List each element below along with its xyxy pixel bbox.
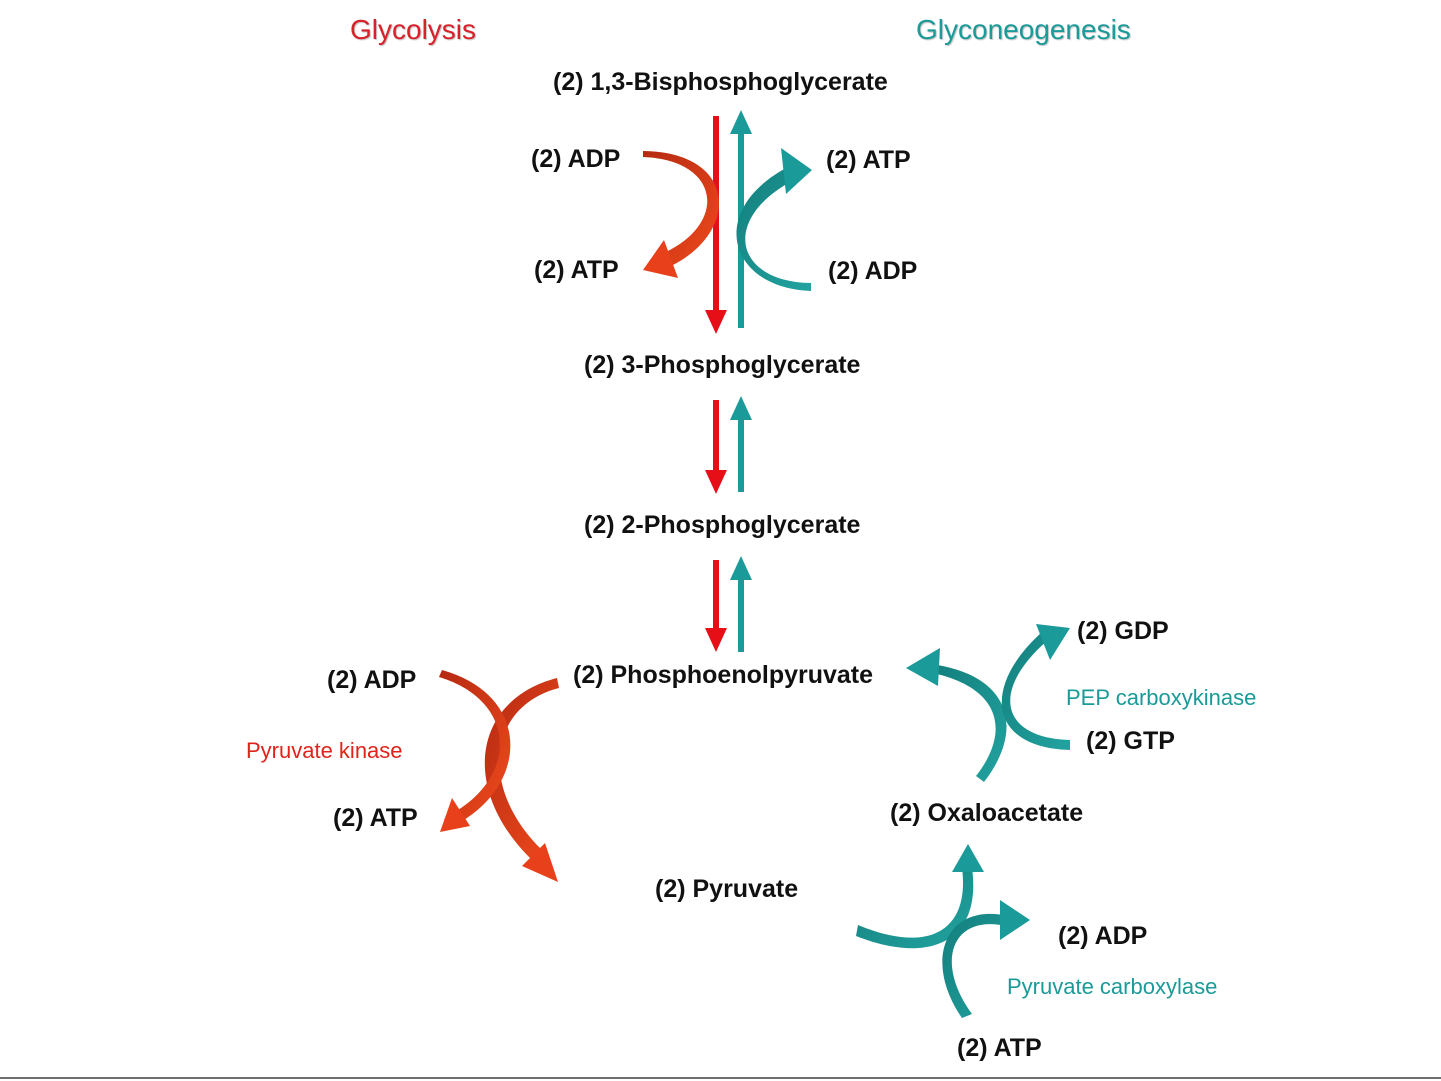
cofactor-adp-pyruvate-carboxylase: (2) ADP — [1058, 924, 1147, 949]
metabolite-oxaloacetate: (2) Oxaloacetate — [890, 801, 1083, 826]
glycolysis-arrowhead-3 — [705, 628, 727, 652]
metabolite-3-phosphoglycerate: (2) 3-Phosphoglycerate — [584, 353, 860, 378]
bottom-border — [0, 1077, 1441, 1079]
atp-to-adp-arrowhead — [1000, 900, 1030, 940]
glycolysis-arrowhead-2 — [705, 470, 727, 494]
enzyme-pyruvate-carboxylase: Pyruvate carboxylase — [1007, 976, 1217, 998]
gluconeogenesis-arrowhead-2 — [730, 396, 752, 420]
pep-carboxykinase-reaction — [906, 624, 1070, 782]
metabolite-phosphoenolpyruvate: (2) Phosphoenolpyruvate — [573, 663, 873, 688]
atp-production-arrow-left — [643, 151, 719, 266]
glycolysis-arrowhead-1 — [705, 310, 727, 334]
step-3pg-to-2pg — [705, 396, 752, 494]
metabolite-2-phosphoglycerate: (2) 2-Phosphoglycerate — [584, 513, 860, 538]
cofactor-atp-pyruvate-carboxylase: (2) ATP — [957, 1036, 1042, 1061]
gtp-to-gdp-arrow — [1002, 632, 1070, 750]
cofactor-atp-left: (2) ATP — [534, 258, 619, 283]
gluconeogenesis-header: Glyconeogenesis — [916, 16, 1131, 44]
step-bpg-to-3pg — [643, 110, 812, 334]
step-2pg-to-pep — [705, 556, 752, 652]
metabolite-bisphosphoglycerate: (2) 1,3-Bisphosphoglycerate — [553, 70, 888, 95]
cofactor-adp-right: (2) ADP — [828, 259, 917, 284]
enzyme-pyruvate-kinase: Pyruvate kinase — [246, 740, 403, 762]
pyruvate-carboxylase-reaction — [856, 844, 1030, 1018]
cofactor-adp-pyruvate-kinase: (2) ADP — [327, 668, 416, 693]
atp-consumption-arrowhead-right — [781, 148, 812, 194]
atp-consumption-arrow-right — [736, 167, 811, 291]
gluconeogenesis-arrowhead-1 — [730, 110, 752, 134]
glycolysis-header: Glycolysis — [350, 16, 476, 44]
oaa-to-pep-arrow — [928, 664, 1007, 782]
oaa-to-pep-arrowhead — [906, 648, 940, 686]
pyruvate-to-oaa-arrowhead — [952, 844, 984, 872]
metabolite-pyruvate: (2) Pyruvate — [655, 877, 798, 902]
pyruvate-kinase-reaction — [439, 670, 559, 882]
cofactor-gtp: (2) GTP — [1086, 729, 1175, 754]
cofactor-adp-left: (2) ADP — [531, 147, 620, 172]
cofactor-atp-pyruvate-kinase: (2) ATP — [333, 806, 418, 831]
enzyme-pep-carboxykinase: PEP carboxykinase — [1066, 687, 1256, 709]
cofactor-gdp: (2) GDP — [1077, 619, 1169, 644]
cofactor-atp-right: (2) ATP — [826, 148, 911, 173]
gluconeogenesis-arrowhead-3 — [730, 556, 752, 580]
